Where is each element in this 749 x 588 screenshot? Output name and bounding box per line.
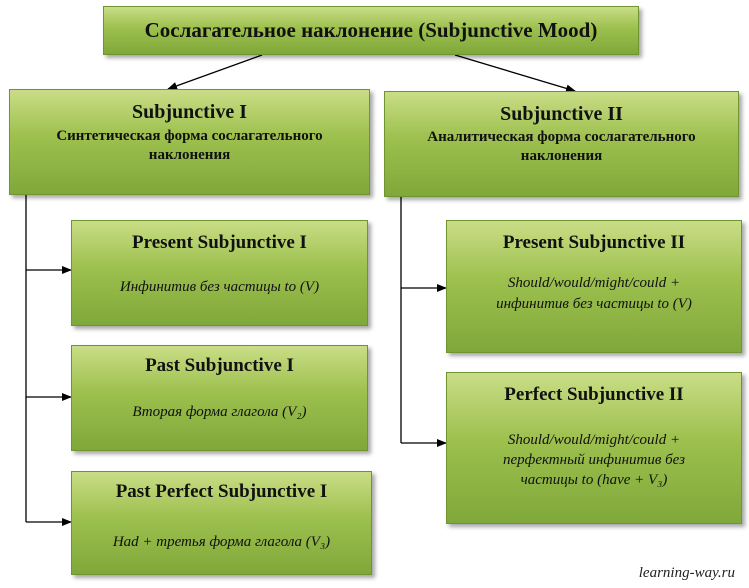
present-subjunctive-i-box: Present Subjunctive I Инфинитив без част… bbox=[71, 220, 368, 326]
present-subjunctive-ii-box: Present Subjunctive II Should/would/migh… bbox=[446, 220, 742, 353]
past-perfect-subjunctive-i-title: Past Perfect Subjunctive I bbox=[115, 481, 328, 502]
subjunctive-i-box: Subjunctive I Синтетическая форма сослаг… bbox=[9, 89, 370, 195]
perfect-subjunctive-ii-title: Perfect Subjunctive II bbox=[504, 384, 684, 405]
arrow-to-subjunctive-ii bbox=[454, 54, 576, 93]
subjunctive-i-subheading-line2: наклонения bbox=[148, 147, 231, 163]
perfect-subjunctive-ii-text-line1: Should/would/might/could + bbox=[507, 432, 681, 448]
subjunctive-ii-heading: Subjunctive II bbox=[500, 103, 623, 125]
subjunctive-ii-box: Subjunctive II Аналитическая форма сосла… bbox=[384, 91, 739, 197]
present-subjunctive-ii-text-line2: инфинитив без частицы to (V) bbox=[496, 296, 692, 312]
diagram-title: Сослагательное наклонение (Subjunctive M… bbox=[144, 18, 598, 42]
subjunctive-i-heading: Subjunctive I bbox=[131, 101, 248, 123]
perfect-subjunctive-ii-text-line3: частицы to (have + V₃) bbox=[520, 472, 668, 488]
title-box: Сослагательное наклонение (Subjunctive M… bbox=[103, 6, 639, 55]
arrow-to-subjunctive-i bbox=[167, 54, 263, 90]
subjunctive-ii-subheading-line2: наклонения bbox=[520, 148, 603, 164]
past-subjunctive-i-text: Вторая форма глагола (V₂) bbox=[132, 404, 307, 420]
subjunctive-ii-subheading-line1: Аналитическая форма сослагательного bbox=[427, 129, 696, 145]
past-perfect-subjunctive-i-box: Past Perfect Subjunctive I Had + третья … bbox=[71, 471, 372, 575]
past-perfect-subjunctive-i-text: Had + третья форма глагола (V₃) bbox=[112, 534, 331, 550]
present-subjunctive-ii-title: Present Subjunctive II bbox=[502, 232, 686, 253]
perfect-subjunctive-ii-box: Perfect Subjunctive II Should/would/migh… bbox=[446, 372, 742, 524]
subjunctive-i-subheading-line1: Синтетическая форма сослагательного bbox=[56, 128, 323, 144]
past-subjunctive-i-title: Past Subjunctive I bbox=[145, 355, 294, 376]
present-subjunctive-i-text: Инфинитив без частицы to (V) bbox=[119, 279, 320, 295]
present-subjunctive-i-title: Present Subjunctive I bbox=[132, 232, 307, 253]
watermark-text: learning-way.ru bbox=[638, 565, 735, 581]
present-subjunctive-ii-text-line1: Should/would/might/could + bbox=[507, 275, 681, 291]
past-subjunctive-i-box: Past Subjunctive I Вторая форма глагола … bbox=[71, 345, 368, 451]
perfect-subjunctive-ii-text-line2: перфектный инфинитив без bbox=[503, 452, 685, 468]
